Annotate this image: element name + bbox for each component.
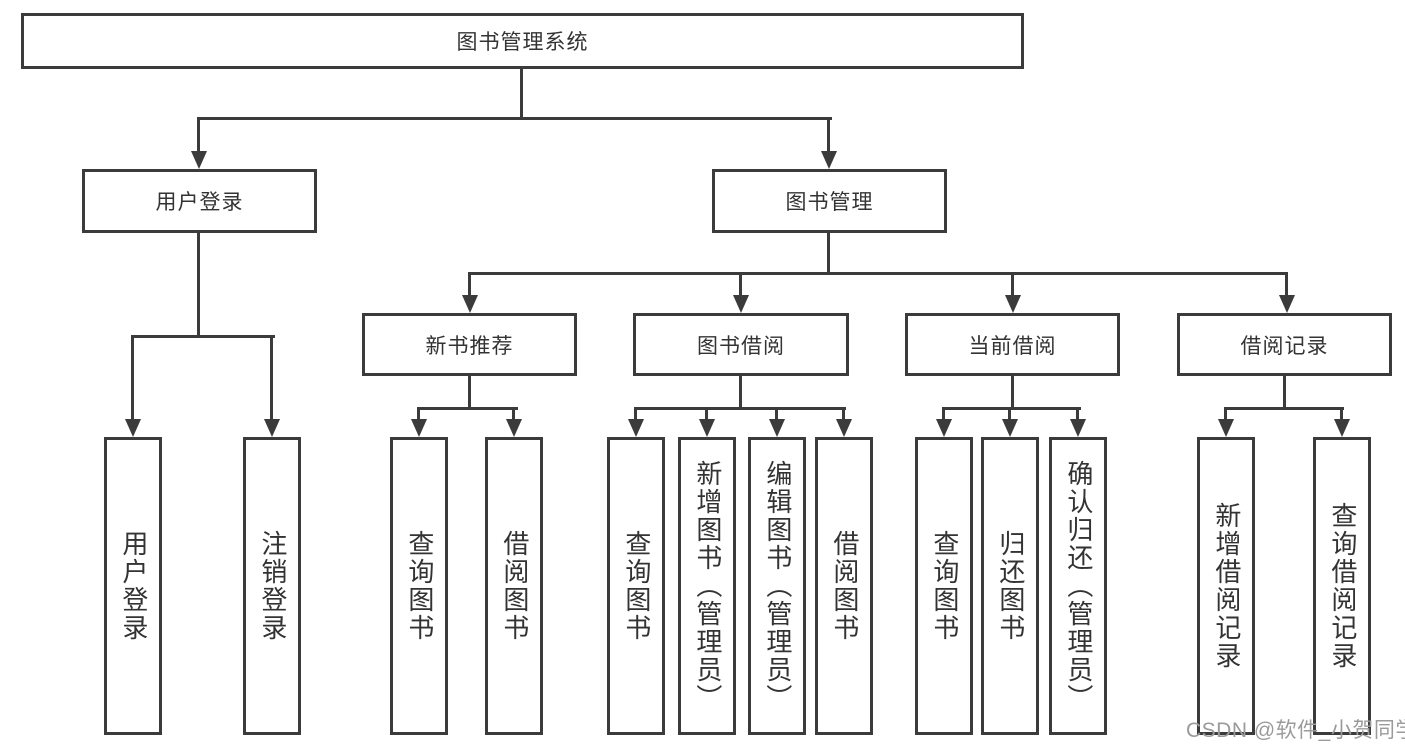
leaf-logout: 注销登录 [243, 437, 301, 735]
arrowhead-icon [506, 419, 522, 437]
leaf-add-book-admin: 新增图书（管理员） [678, 437, 736, 735]
leaf-borrow-book-1: 借阅图书 [485, 437, 543, 735]
connector-drop [775, 407, 778, 421]
leaf-edit-book-admin: 编辑图书（管理员） [748, 437, 806, 735]
leaf-query-borrow-record: 查询借阅记录 [1313, 437, 1371, 735]
arrowhead-icon [699, 419, 715, 437]
arrowhead-icon [821, 151, 837, 169]
leaf-confirm-return-admin: 确认归还（管理员） [1049, 437, 1107, 735]
connector-drop [739, 272, 742, 297]
connector-drop-book-mgmt [827, 117, 830, 153]
connector-drop [942, 407, 945, 421]
connector-drop [705, 407, 708, 421]
connector-rail [634, 407, 846, 410]
leaf-query-book-3: 查询图书 [915, 437, 973, 735]
connector-user-login-stem [197, 233, 200, 338]
node-user-login: 用户登录 [82, 169, 317, 233]
connector-book-mgmt-stem [827, 233, 830, 275]
node-book-borrow: 图书借阅 [633, 313, 849, 376]
connector-user-login-rail [131, 335, 275, 338]
arrowhead-icon [1005, 295, 1021, 313]
connector-stem [1011, 376, 1014, 410]
leaf-query-book-2: 查询图书 [607, 437, 665, 735]
connector-drop [1224, 407, 1227, 421]
leaf-query-book-1: 查询图书 [390, 437, 448, 735]
arrowhead-icon [628, 419, 644, 437]
leaf-borrow-book-2: 借阅图书 [815, 437, 873, 735]
leaf-user-login: 用户登录 [104, 437, 162, 735]
arrowhead-icon [936, 419, 952, 437]
leaf-add-borrow-record: 新增借阅记录 [1197, 437, 1255, 735]
connector-drop [131, 335, 134, 421]
arrowhead-icon [1279, 295, 1295, 313]
connector-drop [512, 407, 515, 421]
arrowhead-icon [1334, 419, 1350, 437]
arrowhead-icon [125, 419, 141, 437]
connector-drop-user-login [197, 117, 200, 153]
connector-drop [1011, 272, 1014, 297]
connector-drop [842, 407, 845, 421]
node-new-book-recommend: 新书推荐 [362, 313, 577, 376]
arrowhead-icon [1070, 419, 1086, 437]
connector-drop [1285, 272, 1288, 297]
connector-drop [468, 272, 471, 297]
connector-rail [417, 407, 518, 410]
connector-rail [1224, 407, 1344, 410]
arrowhead-icon [1002, 419, 1018, 437]
node-current-borrow: 当前借阅 [905, 313, 1120, 376]
connector-drop [1076, 407, 1079, 421]
node-borrow-records: 借阅记录 [1177, 313, 1392, 376]
arrowhead-icon [264, 419, 280, 437]
connector-stem [1283, 376, 1286, 410]
connector-root-stem [520, 69, 523, 120]
connector-drop [417, 407, 420, 421]
connector-drop [634, 407, 637, 421]
connector-stem [468, 376, 471, 410]
watermark-text: CSDN @软件_小贺同学 [1186, 719, 1405, 742]
arrowhead-icon [462, 295, 478, 313]
node-book-management: 图书管理 [712, 169, 947, 233]
arrowhead-icon [769, 419, 785, 437]
connector-rail [942, 407, 1081, 410]
connector-level2-rail [197, 117, 832, 120]
connector-stem [739, 376, 742, 410]
connector-drop [1340, 407, 1343, 421]
connector-level3-rail [468, 272, 1288, 275]
leaf-return-book: 归还图书 [981, 437, 1039, 735]
connector-drop [1008, 407, 1011, 421]
arrowhead-icon [191, 151, 207, 169]
node-root: 图书管理系统 [21, 13, 1024, 69]
connector-drop [270, 335, 273, 421]
arrowhead-icon [1218, 419, 1234, 437]
arrowhead-icon [733, 295, 749, 313]
arrowhead-icon [411, 419, 427, 437]
arrowhead-icon [836, 419, 852, 437]
